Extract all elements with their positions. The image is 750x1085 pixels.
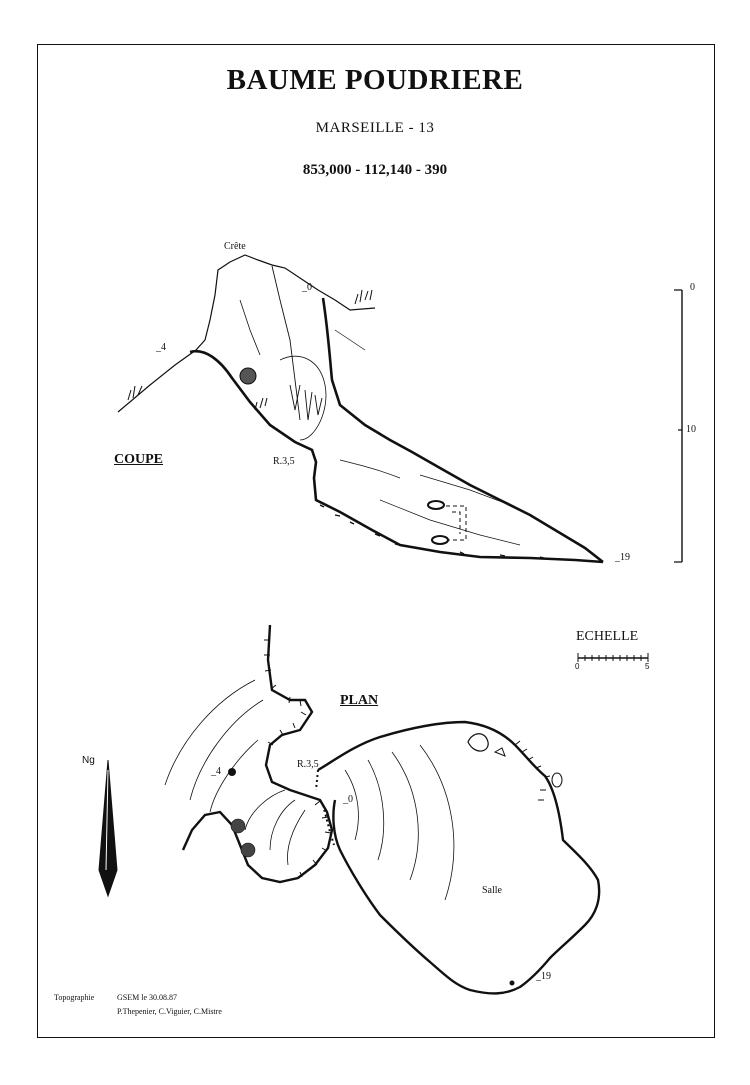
coupe-section-title: COUPE — [114, 452, 163, 467]
plan-ressaut-label: R.3,5 — [297, 759, 319, 770]
crest-label: Crête — [224, 241, 246, 252]
coordinates-label: 853,000 - 112,140 - 390 — [302, 162, 448, 178]
scale-label: ECHELLE — [576, 629, 639, 644]
coupe-depth-19: _19 — [615, 552, 630, 563]
plan-depth-0: _0 — [343, 794, 353, 805]
north-label: Ng — [82, 755, 95, 766]
topo-value: GSEM le 30.08.87 — [117, 993, 177, 1002]
plan-depth-19: _19 — [536, 971, 551, 982]
map-title: BAUME POUDRIERE — [226, 64, 524, 96]
coupe-depth-4: _4 — [156, 342, 166, 353]
vertical-depth-scale — [674, 289, 683, 563]
topo-label: Topographie — [54, 993, 95, 1002]
plan-depth-4: _4 — [211, 766, 221, 777]
coupe-section-drawing — [117, 254, 604, 564]
scale-end: 5 — [645, 662, 650, 671]
north-arrow-icon — [98, 759, 118, 898]
coupe-depth-0: _0 — [302, 282, 312, 293]
salle-label: Salle — [482, 885, 502, 896]
coupe-ressaut-label: R.3,5 — [273, 456, 295, 467]
plan-drawing — [164, 624, 601, 995]
scale-mark-0: 0 — [690, 282, 695, 293]
authors-label: P.Thepenier, C.Viguier, C.Mistre — [117, 1007, 222, 1016]
scale-mark-10: 10 — [686, 424, 696, 435]
location-label: MARSEILLE - 13 — [315, 120, 435, 136]
scale-start: 0 — [575, 662, 580, 671]
scale-bar — [577, 653, 649, 662]
map-frame — [37, 44, 715, 1038]
plan-section-title: PLAN — [340, 693, 379, 708]
